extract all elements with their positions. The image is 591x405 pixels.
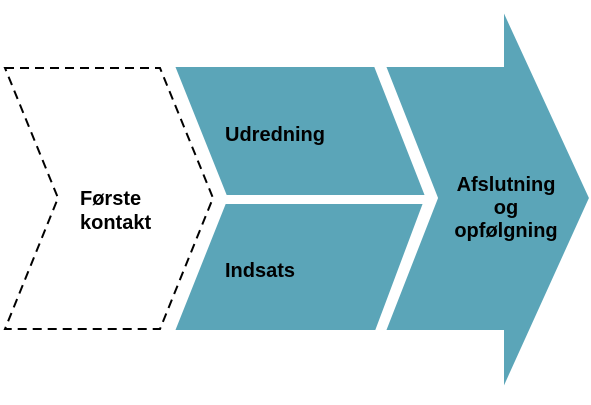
stage-first-contact: Første kontakt (3, 67, 215, 330)
closing-arrow (383, 8, 591, 391)
stage-intervention: Indsats (172, 202, 426, 332)
closing-label-line1: Afslutning (457, 174, 556, 196)
assessment-shape (172, 65, 428, 197)
stage-assessment: Udredning (172, 65, 428, 197)
first-contact-chevron (3, 67, 215, 330)
intervention-label: Indsats (225, 260, 295, 282)
stage-closing: Afslutning og opfølgning (383, 8, 591, 391)
closing-label-line3: opfølgning (454, 220, 557, 242)
closing-label-line2: og (494, 197, 518, 219)
first-contact-label-line2: kontakt (80, 212, 151, 234)
assessment-label: Udredning (225, 124, 325, 146)
first-contact-label-line1: Første (80, 188, 141, 210)
intervention-shape (172, 202, 426, 332)
